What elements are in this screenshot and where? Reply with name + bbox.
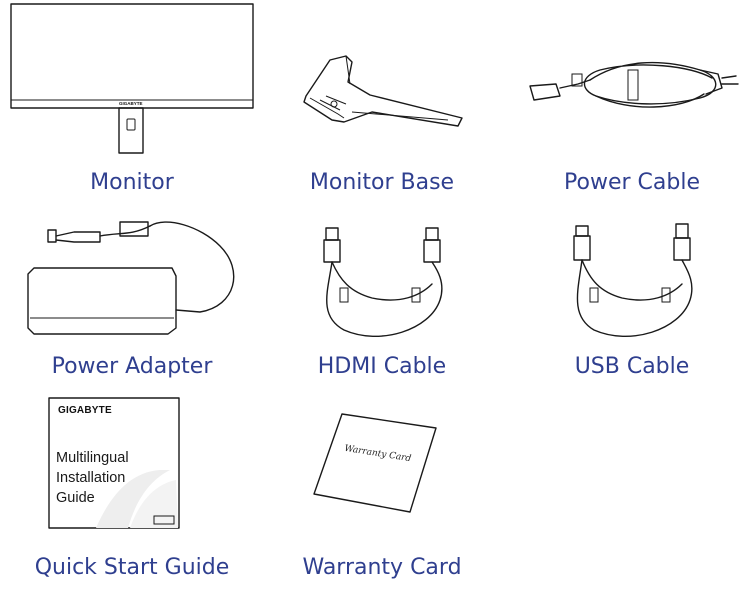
caption-hdmi-cable: HDMI Cable	[317, 354, 447, 379]
guide-line-3: Guide	[56, 490, 95, 506]
caption-quick-start-guide: Quick Start Guide	[34, 555, 230, 580]
caption-warranty-card: Warranty Card	[302, 555, 462, 580]
guide-line-2: Installation	[56, 470, 126, 486]
guide-title: Multilingual Installation Guide	[56, 448, 129, 508]
guide-line-1: Multilingual	[56, 450, 129, 466]
caption-monitor: Monitor	[90, 170, 174, 195]
monitor-brand-logo: GIGABYTE	[119, 101, 143, 106]
guide-brand-logo: GIGABYTE	[58, 405, 112, 416]
caption-power-cable: Power Cable	[564, 170, 700, 195]
caption-monitor-base: Monitor Base	[309, 170, 455, 195]
caption-usb-cable: USB Cable	[574, 354, 690, 379]
caption-power-adapter: Power Adapter	[51, 354, 213, 379]
